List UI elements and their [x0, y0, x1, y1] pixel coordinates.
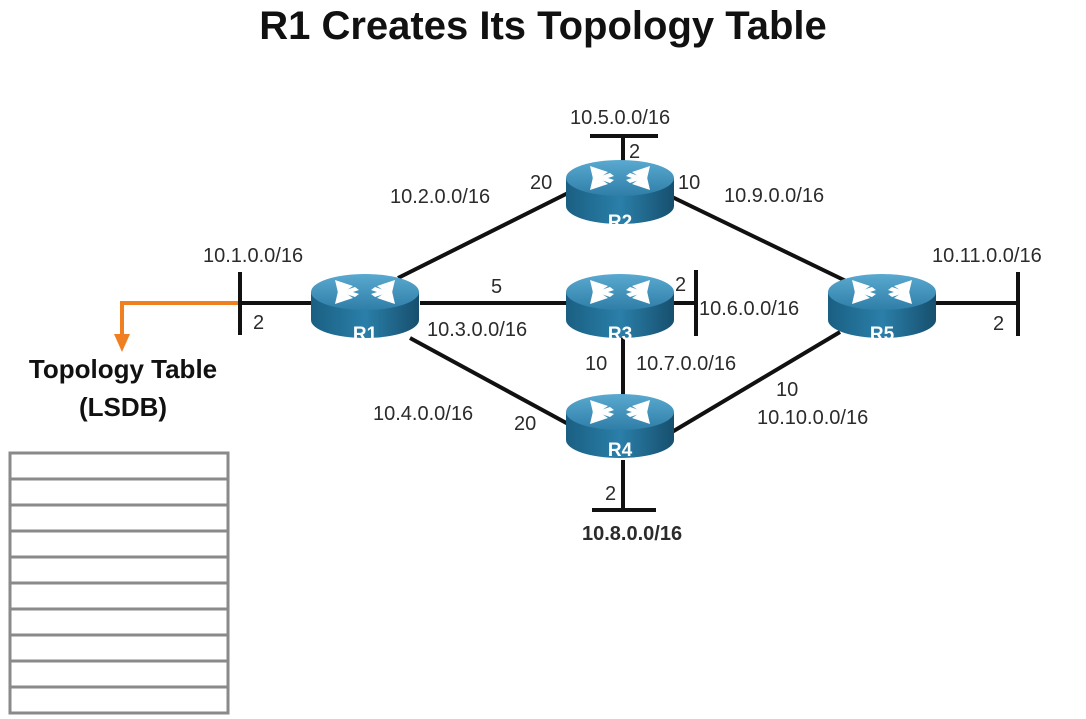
- link-r1-r2: [397, 190, 571, 280]
- router-r1-label: R1: [353, 324, 378, 345]
- cost-r2-stub: 2: [629, 141, 640, 163]
- router-r5[interactable]: R5: [828, 274, 936, 345]
- cost-r4-r5: 10: [776, 379, 798, 401]
- orange-arrow-line: [120, 301, 238, 336]
- network-label-10-5: 10.5.0.0/16: [570, 107, 670, 129]
- router-r2-label: R2: [608, 212, 632, 233]
- cost-r5-stub: 2: [993, 313, 1004, 335]
- network-label-10-7: 10.7.0.0/16: [636, 353, 736, 375]
- network-label-10-9: 10.9.0.0/16: [724, 185, 824, 207]
- topology-table-row: [8, 477, 230, 507]
- link-r2-r5: [667, 193, 849, 284]
- topology-table-title-line2: (LSDB): [78, 392, 168, 422]
- cost-r1-stub: 2: [253, 312, 264, 334]
- network-label-10-1: 10.1.0.0/16: [203, 245, 303, 267]
- network-label-10-4: 10.4.0.0/16: [373, 403, 473, 425]
- cost-r3-stub: 2: [675, 274, 686, 296]
- cost-r1-r2: 20: [530, 172, 552, 194]
- topology-table-row: [8, 503, 230, 533]
- cost-r1-r4: 20: [514, 413, 536, 435]
- topology-table-row: [8, 607, 230, 637]
- page-title: R1 Creates Its Topology Table: [259, 4, 827, 48]
- topology-table-title: Topology Table (LSDB): [8, 350, 238, 426]
- link-r4-r5: [670, 330, 842, 434]
- cost-r1-r3: 5: [491, 276, 502, 298]
- router-r3-label: R3: [608, 324, 632, 345]
- router-r4[interactable]: R4: [566, 394, 674, 461]
- router-r1[interactable]: R1: [311, 274, 419, 345]
- topology-table-row: [8, 685, 230, 715]
- cost-r3-r4: 10: [585, 353, 607, 375]
- router-r5-label: R5: [870, 324, 895, 345]
- topology-table-grid: [8, 451, 230, 715]
- router-r2[interactable]: R2: [566, 160, 674, 233]
- topology-table-title-line1: Topology Table: [28, 354, 218, 384]
- topology-table-row: [8, 633, 230, 663]
- topology-table-row: [8, 555, 230, 585]
- router-r4-label: R4: [608, 440, 633, 461]
- network-label-10-3: 10.3.0.0/16: [427, 319, 527, 341]
- topology-table-row: [8, 529, 230, 559]
- topology-table-row: [8, 451, 230, 481]
- network-label-10-2: 10.2.0.0/16: [390, 186, 490, 208]
- topology-table-row: [8, 659, 230, 689]
- orange-arrow-head: [114, 334, 130, 352]
- topology-table-row: [8, 581, 230, 611]
- link-r1-r4: [409, 336, 571, 427]
- network-label-10-8: 10.8.0.0/16: [582, 523, 682, 545]
- network-label-10-10: 10.10.0.0/16: [757, 407, 868, 429]
- cost-r2-r5: 10: [678, 172, 700, 194]
- cost-r4-stub: 2: [605, 483, 616, 505]
- router-r3[interactable]: R3: [566, 274, 674, 345]
- network-label-10-6: 10.6.0.0/16: [699, 298, 799, 320]
- network-label-10-11: 10.11.0.0/16: [932, 245, 1042, 267]
